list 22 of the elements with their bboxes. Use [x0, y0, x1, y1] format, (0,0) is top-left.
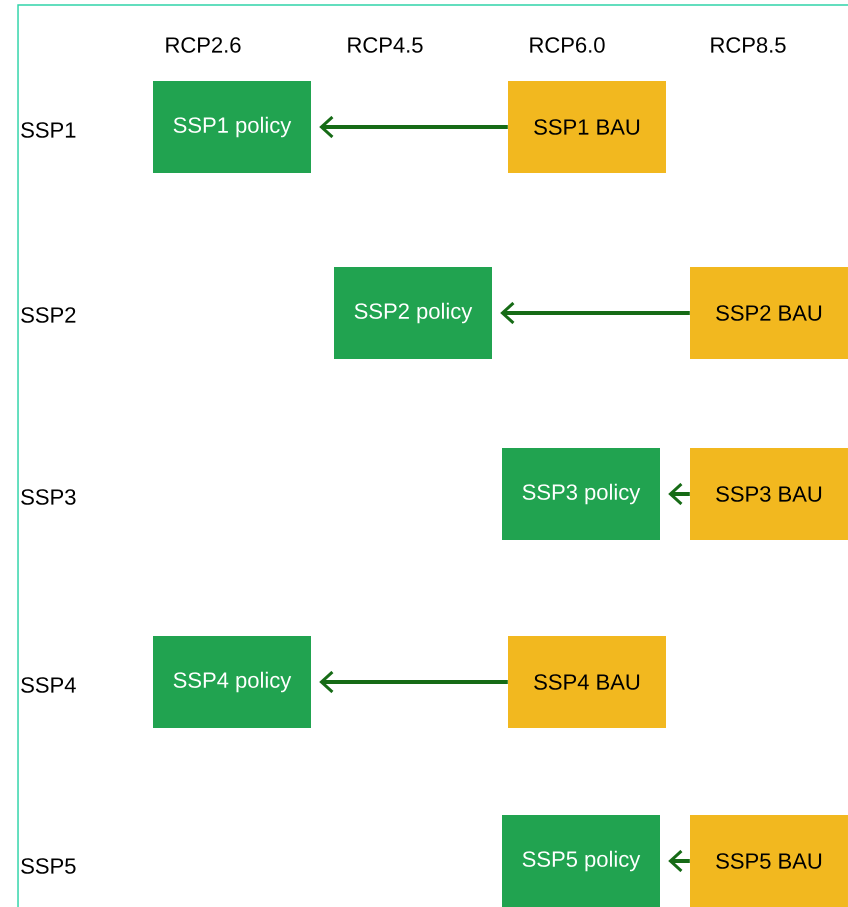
column-header: RCP4.5: [348, 37, 423, 53]
column-header: RCP2.6: [166, 37, 241, 53]
row-label: SSP1: [21, 122, 76, 138]
column-header: RCP8.5: [711, 37, 786, 53]
bau-box: SSP3 BAU: [690, 448, 848, 540]
row-label: SSP3: [21, 489, 76, 505]
row-label: SSP5: [21, 858, 76, 874]
bau-box: SSP5 BAU: [690, 815, 848, 907]
policy-box: SSP2 policy: [334, 267, 492, 359]
policy-box: SSP1 policy: [153, 81, 311, 173]
column-header: RCP6.0: [530, 37, 605, 53]
bau-box: SSP4 BAU: [508, 636, 666, 728]
arrow: [319, 116, 508, 138]
bau-box: SSP1 BAU: [508, 81, 666, 173]
row-label: SSP4: [21, 677, 76, 693]
row-label: SSP2: [21, 307, 76, 323]
bau-box: SSP2 BAU: [690, 267, 848, 359]
policy-box: SSP5 policy: [502, 815, 660, 907]
policy-box: SSP3 policy: [502, 448, 660, 540]
arrow: [319, 670, 508, 694]
arrow: [500, 302, 690, 324]
policy-box: SSP4 policy: [153, 636, 311, 728]
